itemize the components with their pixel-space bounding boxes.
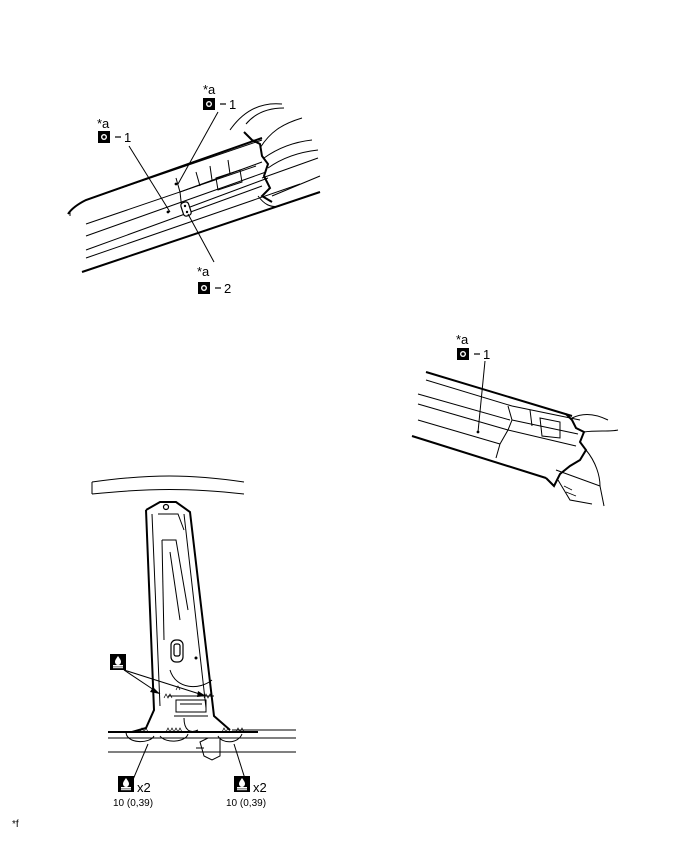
quantity-multiplier: x2: [137, 780, 151, 795]
callout-code: *a: [203, 82, 216, 97]
callout-number: 1: [483, 347, 490, 362]
sealant-callout-upper: [110, 654, 126, 670]
center-pillar-view: [91, 475, 296, 783]
weld-seam-marks: [139, 685, 245, 733]
sealant-callout-right: x2 10 (0,39): [226, 776, 267, 809]
rocker-panel-view-right: [411, 360, 619, 507]
callout-code: *a: [97, 116, 110, 131]
sealant-icon: [234, 776, 250, 792]
callout-a1-top: *a 1: [203, 82, 236, 112]
callout-a2-bottom: *a 2: [197, 264, 231, 296]
callout-number: 2: [224, 281, 231, 296]
rocker-panel-view-upper-left: [67, 103, 321, 273]
callout-number: 1: [124, 130, 131, 145]
callout-a1-right: *a 1: [456, 332, 490, 362]
weld-point-icon: [203, 98, 215, 110]
callout-number: 1: [229, 97, 236, 112]
weld-point-icon: [457, 348, 469, 360]
callout-code: *a: [456, 332, 469, 347]
torque-spec: 10 (0,39): [226, 798, 266, 809]
torque-spec: 10 (0,39): [113, 798, 153, 809]
sealant-callout-left: x2 10 (0,39): [113, 776, 153, 809]
callout-code: *a: [197, 264, 210, 279]
figure-code: *f: [12, 819, 19, 830]
quantity-multiplier: x2: [253, 780, 267, 795]
sealant-icon: [110, 654, 126, 670]
callout-a1-left: *a 1: [97, 116, 131, 145]
weld-point-icon: [98, 131, 110, 143]
sealant-icon: [118, 776, 134, 792]
weld-point-icon: [198, 282, 210, 294]
